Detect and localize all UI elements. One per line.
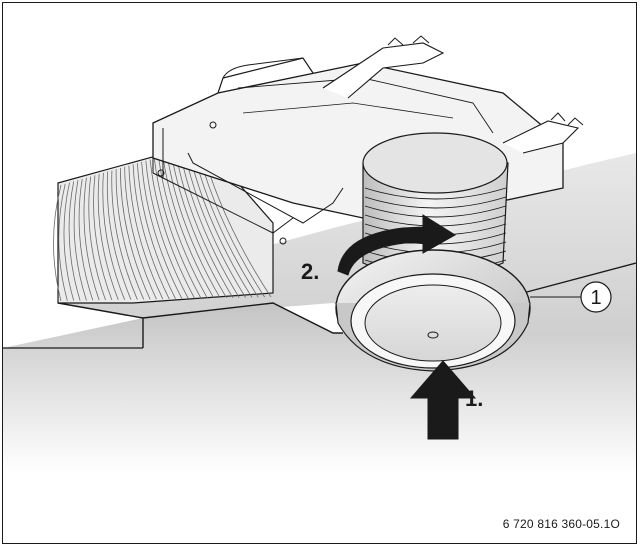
duct-rib (166, 154, 221, 299)
valve-face (364, 284, 502, 362)
duct-rib (175, 152, 234, 298)
step-1-label: 1. (465, 386, 483, 411)
duct-rib (78, 178, 94, 301)
duct-rib (88, 176, 106, 301)
duct-rib (63, 182, 75, 301)
duct-rib (102, 172, 126, 300)
duct-rib (111, 170, 138, 300)
figure-frame: 2. 1. 1 6 720 816 360-05.1O (2, 2, 637, 544)
push-arrow (409, 360, 477, 440)
collar-rib (364, 187, 507, 200)
duct-rib (68, 181, 81, 301)
collar-rib (364, 205, 507, 218)
duct-rib (124, 166, 157, 300)
callout-number: 1 (590, 287, 601, 309)
duct-rib (83, 177, 100, 301)
duct-rib (128, 165, 164, 300)
collar-rib (364, 196, 507, 209)
duct-rib (115, 169, 145, 300)
duct-rib (58, 183, 68, 301)
duct-rib (119, 168, 151, 300)
bracket-right (502, 120, 580, 154)
duct-rib (162, 155, 215, 299)
duct-rib (93, 175, 113, 301)
installation-illustration: 2. 1. 1 (3, 35, 637, 473)
duct-rib (158, 157, 208, 299)
figure-code: 6 720 816 360-05.1O (502, 517, 620, 531)
duct-rib (136, 163, 176, 299)
duct-rib (149, 159, 195, 299)
callout: 1 (530, 281, 612, 313)
duct-rib (73, 180, 87, 301)
valve (335, 249, 531, 372)
rotate-arrow (337, 214, 456, 276)
bracket-top (322, 42, 445, 99)
duct-rib (141, 161, 183, 299)
duct-rib (145, 160, 189, 299)
duct-rib (106, 171, 132, 300)
duct-rib (97, 174, 119, 301)
valve-center-dot (427, 331, 439, 339)
duct-rib (132, 164, 170, 300)
duct-rib (170, 153, 227, 299)
step-2-label: 2. (301, 259, 319, 284)
duct-rib (53, 184, 62, 302)
